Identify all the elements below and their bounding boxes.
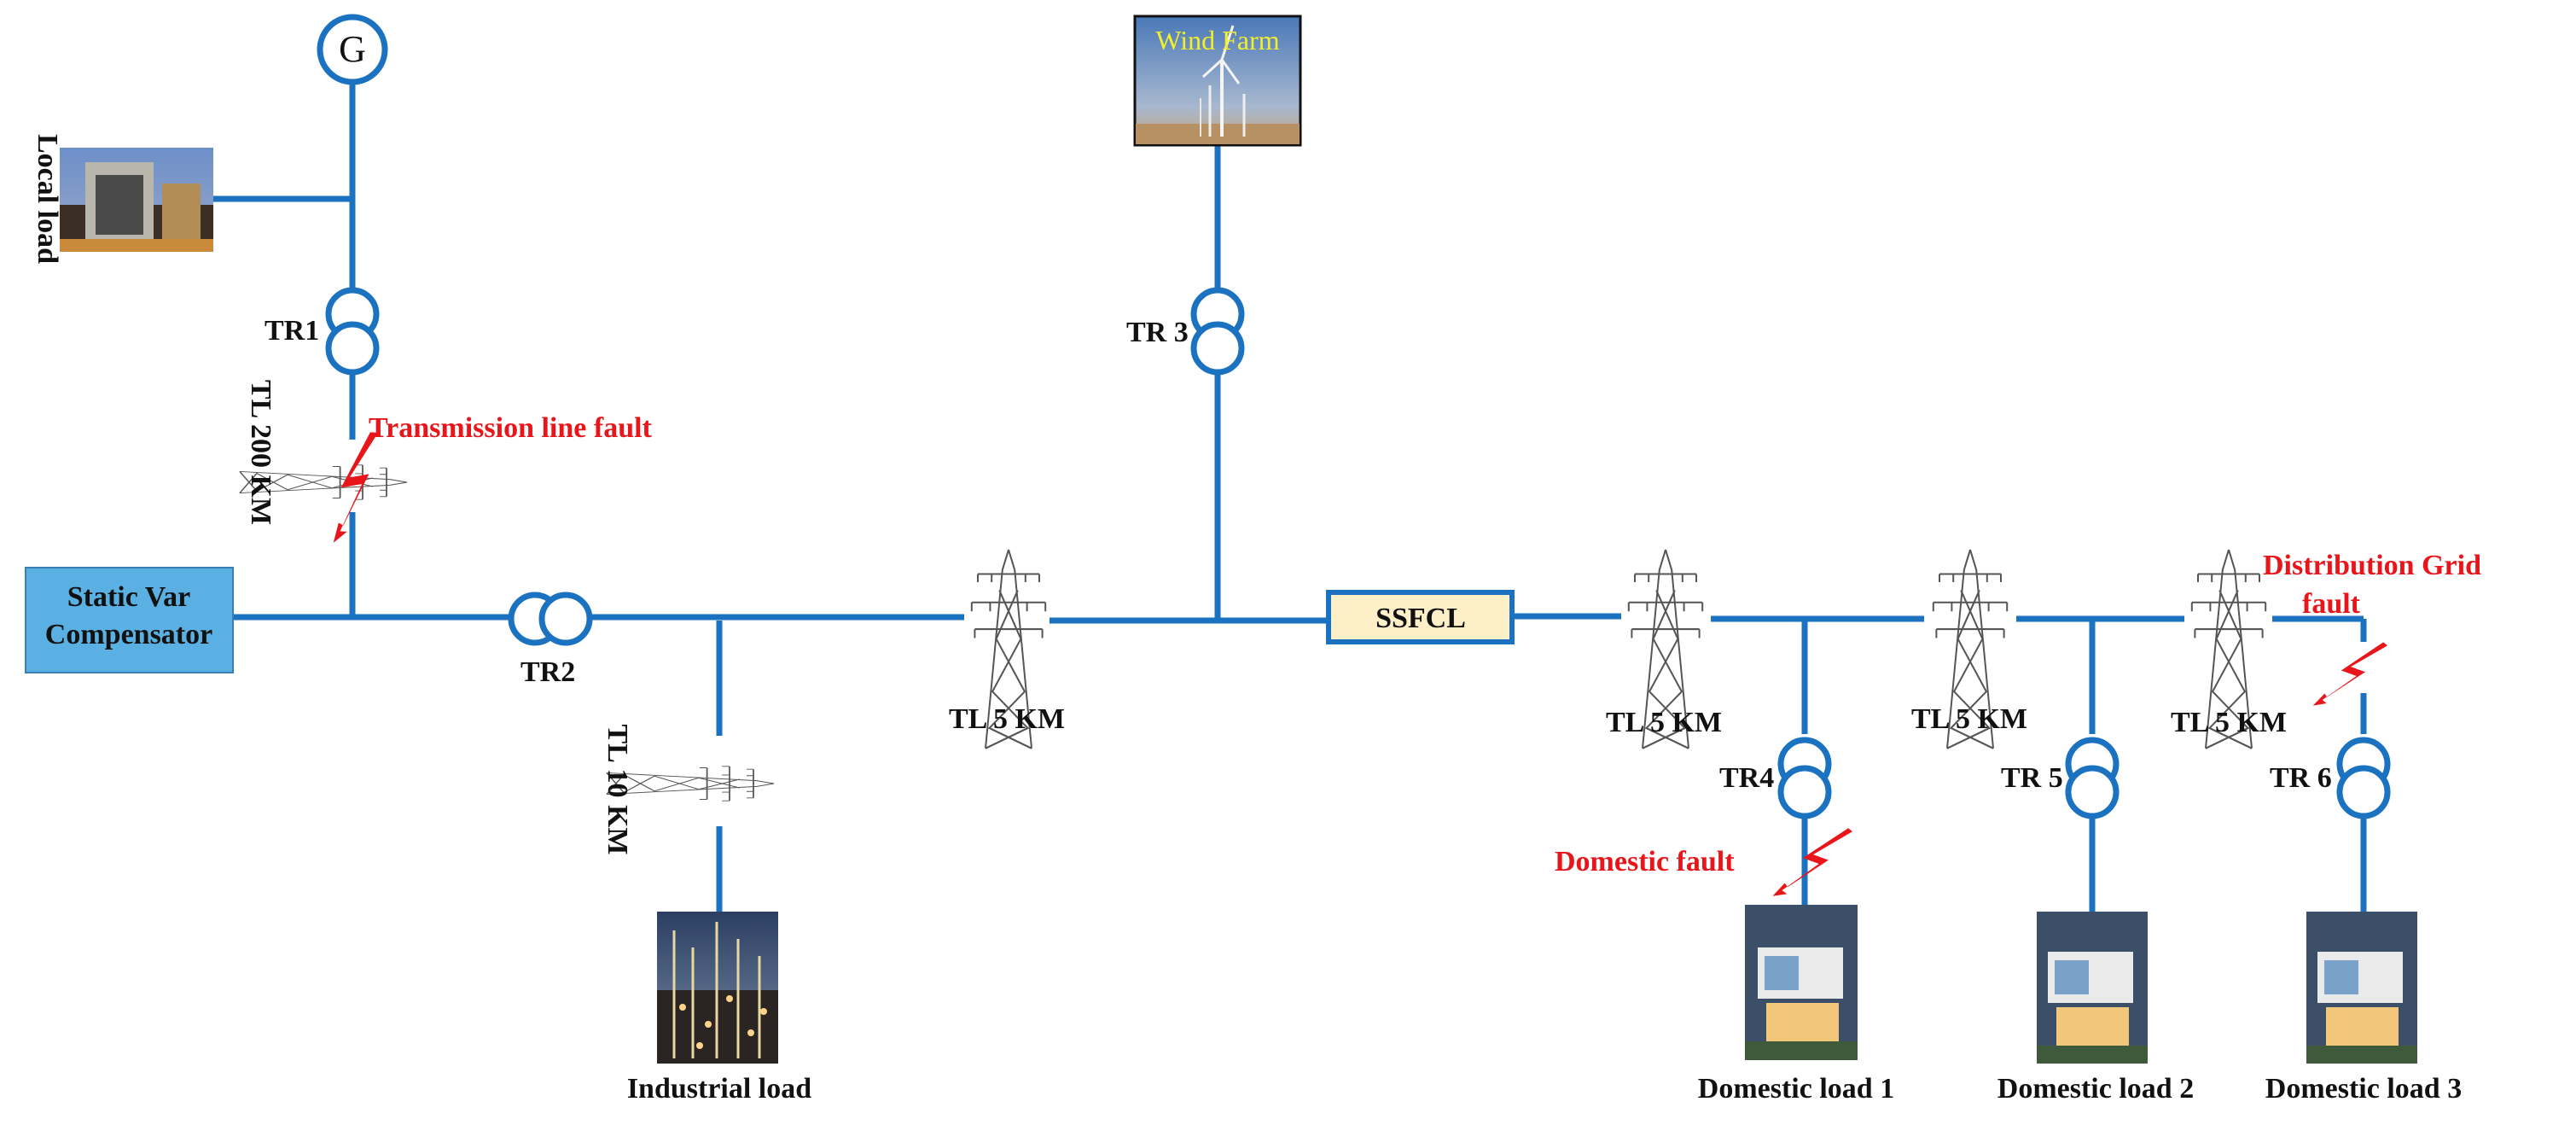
house-photo-icon <box>2306 912 2417 1064</box>
ssfcl-box: SSFCL <box>1326 590 1515 644</box>
tl5-main-label: TL 5 KM <box>949 703 1065 735</box>
transformer-icon <box>1190 287 1245 376</box>
transformer-icon <box>2065 737 2120 819</box>
transmission-fault-label: Transmission line fault <box>369 412 653 444</box>
tr6-label: TR 6 <box>2270 762 2332 794</box>
svc-label-line2: Compensator <box>45 619 212 650</box>
tl5-c-label: TL 5 KM <box>2171 707 2287 738</box>
ssfcl-label: SSFCL <box>1375 603 1466 634</box>
tr4-label: TR4 <box>1719 762 1774 794</box>
domestic-fault-label: Domestic fault <box>1555 846 1735 877</box>
distribution-fault-label-2: fault <box>2302 588 2361 620</box>
tl5-b-label: TL 5 KM <box>1911 703 2027 735</box>
generator-icon: G <box>317 14 388 85</box>
wind-farm-label: Wind Farm <box>1155 25 1279 55</box>
static-var-compensator-box: Static Var Compensator <box>25 567 234 673</box>
domestic-load-1-label: Domestic load 1 <box>1698 1073 1894 1105</box>
tl10-label: TL 10 KM <box>602 724 633 854</box>
tr5-label: TR 5 <box>2001 762 2063 794</box>
refinery-photo-icon <box>657 912 778 1064</box>
local-load-photo <box>60 148 213 252</box>
tr3-label: TR 3 <box>1126 317 1189 348</box>
transformer-icon <box>1777 737 1832 819</box>
local-load-label: Local load <box>32 134 63 264</box>
svc-label-line1: Static Var <box>67 581 191 613</box>
domestic-load-2-label: Domestic load 2 <box>1997 1073 2194 1105</box>
distribution-fault-label-1: Distribution Grid <box>2263 550 2481 581</box>
industrial-load-label: Industrial load <box>627 1073 811 1105</box>
tl200-label: TL 200 KM <box>245 380 276 525</box>
transformer-icon <box>325 287 380 376</box>
transformer-icon <box>2336 737 2391 819</box>
domestic-load-3-label: Domestic load 3 <box>2265 1073 2462 1105</box>
house-photo-icon <box>1745 905 1858 1060</box>
tr2-label: TR2 <box>520 656 575 688</box>
lightning-fault-icon <box>2312 642 2388 706</box>
house-photo-icon <box>2037 912 2148 1064</box>
wind-farm-photo: Wind Farm <box>1133 15 1302 147</box>
tr1-label: TR1 <box>265 315 319 347</box>
lightning-fault-icon <box>1772 828 1853 896</box>
generator-symbol: G <box>339 28 366 70</box>
lightning-fault-icon <box>333 432 379 543</box>
tl5-a-label: TL 5 KM <box>1606 707 1722 738</box>
bus-wires <box>213 81 2367 912</box>
transformer-icon <box>508 592 593 646</box>
